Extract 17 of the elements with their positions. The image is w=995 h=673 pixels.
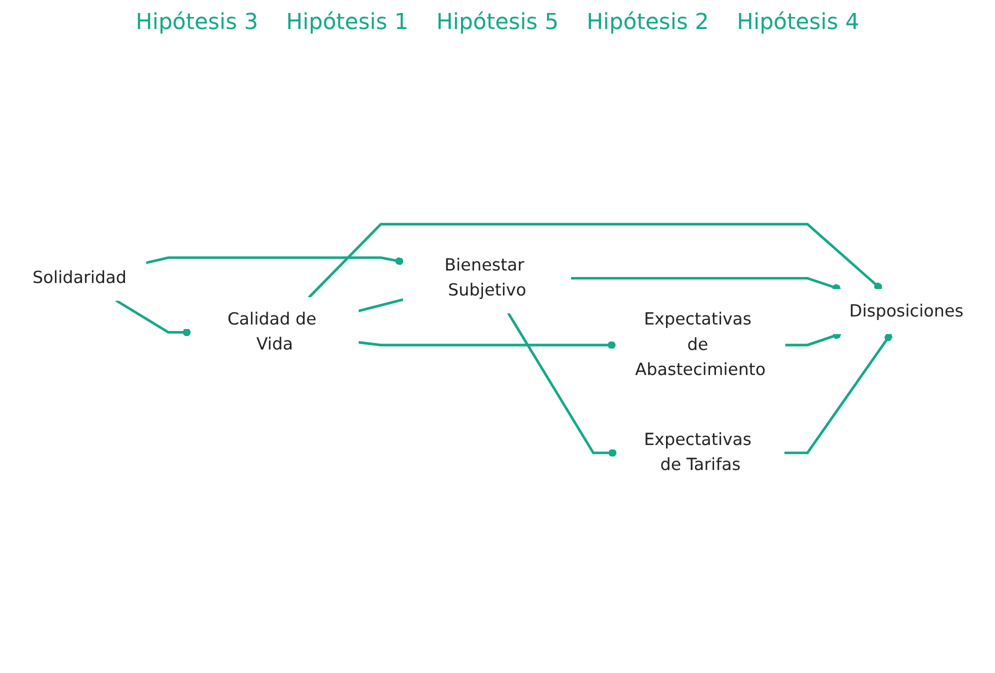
hypothesis-label: Hipótesis 1 bbox=[286, 10, 408, 35]
hypothesis-label: Hipótesis 2 bbox=[586, 10, 709, 35]
hypothesis-label: Hipótesis 4 bbox=[736, 10, 860, 35]
node-text: Solidaridad bbox=[32, 268, 126, 288]
connector bbox=[307, 222, 882, 299]
hypothesis-label: Hipótesis 5 bbox=[436, 10, 559, 35]
node-text: Calidad de Vida bbox=[226, 310, 316, 354]
hypothesis-label: Hipótesis 3 bbox=[136, 10, 258, 35]
node-text: Expectativas de Abastecimiento bbox=[634, 310, 766, 380]
connector bbox=[358, 298, 404, 312]
connector bbox=[358, 341, 616, 350]
connector bbox=[506, 312, 616, 457]
connector bbox=[145, 256, 404, 266]
node-text: Expectativas de Tarifas bbox=[643, 430, 751, 475]
node-text: Bienestar Subjetivo bbox=[444, 256, 526, 300]
connector bbox=[784, 333, 892, 454]
connector bbox=[114, 299, 190, 336]
